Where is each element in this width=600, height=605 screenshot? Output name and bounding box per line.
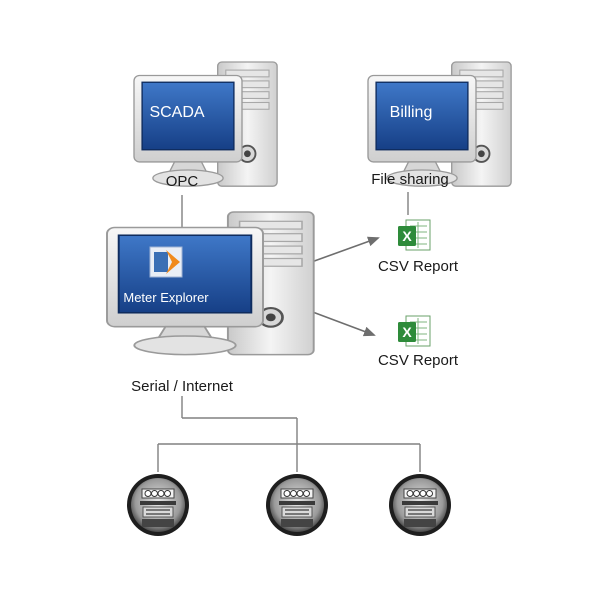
connectors xyxy=(157,192,421,472)
billing-computer-icon xyxy=(367,61,513,188)
electric-meter-3-icon xyxy=(388,473,452,537)
csv-report-1-excel-icon xyxy=(397,219,431,251)
meter-explorer-screen-label: Meter Explorer xyxy=(123,290,209,305)
scada-computer-icon xyxy=(133,61,279,188)
csv-report-2-excel-icon xyxy=(397,315,431,347)
csv-report-1-label: CSV Report xyxy=(377,258,459,275)
billing-screen-label: Billing xyxy=(390,104,433,121)
electric-meter-2-icon xyxy=(265,473,329,537)
serial-internet-label: Serial / Internet xyxy=(131,378,233,395)
csv-report-2-label: CSV Report xyxy=(377,352,459,369)
scada-screen-label: SCADA xyxy=(149,104,204,121)
electric-meter-1-icon xyxy=(126,473,190,537)
meter-explorer-computer-icon xyxy=(105,210,316,356)
file-sharing-label: File sharing xyxy=(371,171,449,188)
meter-explorer-logo-icon xyxy=(149,246,183,278)
opc-label: OPC xyxy=(165,173,199,190)
